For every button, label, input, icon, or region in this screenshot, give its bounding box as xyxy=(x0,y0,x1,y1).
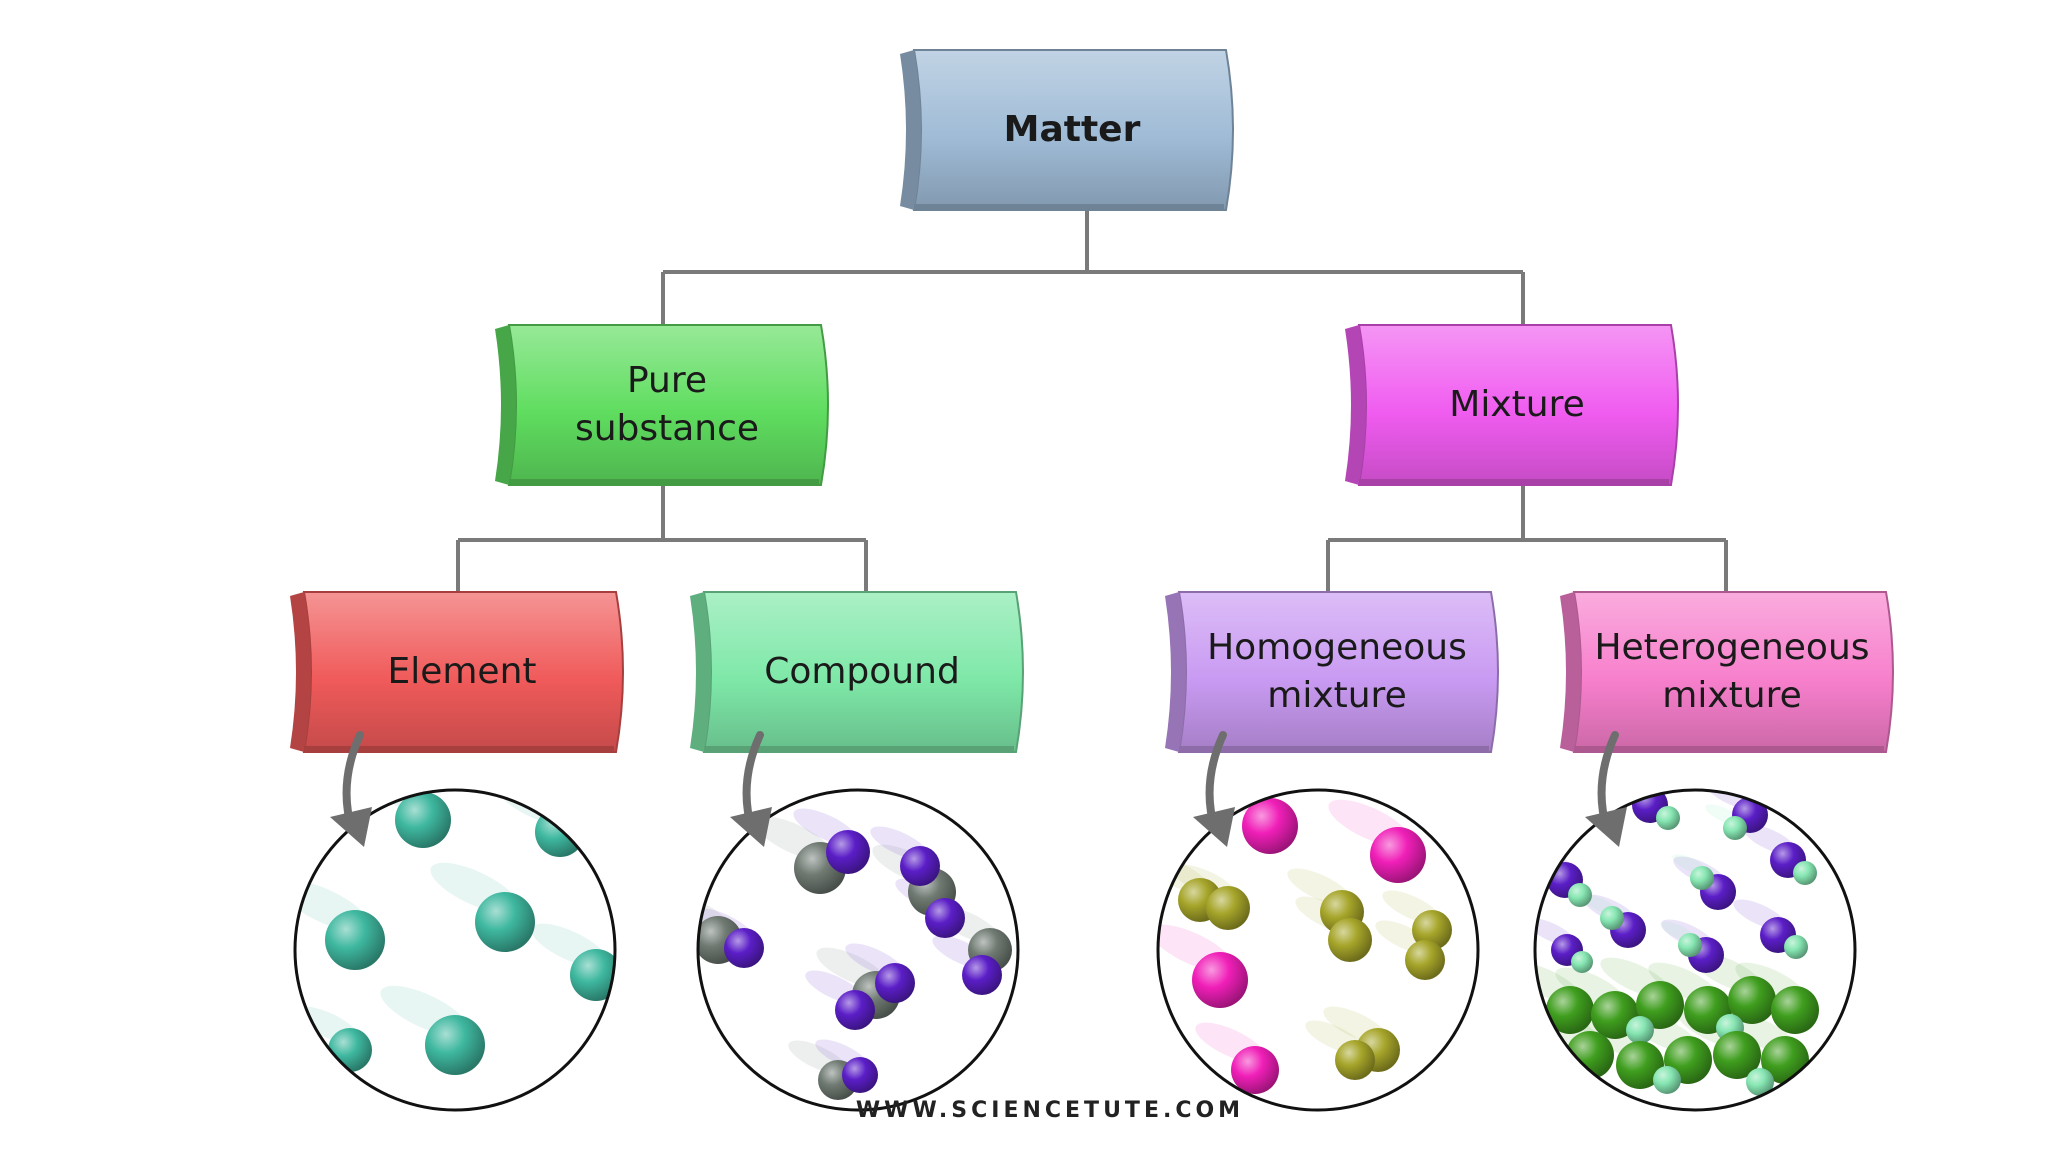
particle-olive xyxy=(1328,918,1372,962)
particle-views xyxy=(293,788,1857,1112)
particle-green xyxy=(1616,1041,1664,1089)
particle-mint xyxy=(1784,935,1808,959)
arrow-heterogeneous xyxy=(1585,731,1627,847)
particle-mint xyxy=(1653,1066,1681,1094)
particle-purple xyxy=(962,955,1002,995)
particle-green xyxy=(1771,986,1819,1034)
connector-matter xyxy=(661,210,1525,325)
particle-mint xyxy=(1568,883,1592,907)
node-box-matter xyxy=(900,49,1234,211)
node-mixture: Mixture xyxy=(1449,384,1585,425)
particle-olive xyxy=(1206,886,1250,930)
particle-purple xyxy=(826,830,870,874)
particle-view-element xyxy=(293,788,617,1112)
particle-mint xyxy=(1626,1016,1654,1044)
particle-mint xyxy=(1723,816,1747,840)
arrow-compound xyxy=(730,731,772,847)
particle-magenta xyxy=(1242,798,1298,854)
tree-connectors xyxy=(456,210,1728,592)
particle-mint xyxy=(1678,933,1702,957)
node-box-element xyxy=(290,591,624,753)
node-box-compound xyxy=(690,591,1024,753)
node-box-heterogeneous xyxy=(1560,591,1894,753)
particle-teal xyxy=(325,910,385,970)
particle-purple xyxy=(835,990,875,1030)
particle-view-heterogeneous xyxy=(1533,788,1857,1112)
node-compound: Compound xyxy=(764,651,960,692)
particle-teal xyxy=(425,1015,485,1075)
particle-olive xyxy=(1335,1040,1375,1080)
particle-purple xyxy=(900,846,940,886)
particle-olive xyxy=(1412,910,1452,950)
connector-pure-substance xyxy=(456,485,868,592)
particle-magenta xyxy=(1370,827,1426,883)
particle-mint xyxy=(1690,866,1714,890)
particle-green xyxy=(1546,986,1594,1034)
particle-teal xyxy=(328,1028,372,1072)
node-element: Element xyxy=(387,651,537,692)
node-box-mixture xyxy=(1345,324,1679,486)
particle-mint xyxy=(1793,861,1817,885)
particle-mint xyxy=(1746,1068,1774,1096)
particle-view-compound xyxy=(696,788,1020,1112)
particle-green xyxy=(1713,1031,1761,1079)
node-matter: Matter xyxy=(1003,109,1141,150)
particle-green xyxy=(1728,976,1776,1024)
particle-magenta xyxy=(1192,952,1248,1008)
particle-green xyxy=(1636,981,1684,1029)
particle-mint xyxy=(1571,951,1593,973)
particle-purple xyxy=(925,898,965,938)
connector-mixture xyxy=(1326,485,1728,592)
particle-mint xyxy=(1656,806,1680,830)
arrow-element xyxy=(330,731,372,847)
node-pure-substance: Pure substance xyxy=(574,360,760,449)
particle-view-homogeneous xyxy=(1156,788,1480,1112)
particle-olive xyxy=(1405,940,1445,980)
particle-teal xyxy=(395,792,451,848)
particle-purple xyxy=(724,928,764,968)
node-heterogeneous-mixture: Heterogeneous mixture xyxy=(1594,627,1870,716)
particle-purple xyxy=(875,963,915,1003)
particle-purple xyxy=(842,1057,878,1093)
particle-teal xyxy=(475,892,535,952)
node-box-pure-substance xyxy=(495,324,829,486)
node-homogeneous-mixture: Homogeneous mixture xyxy=(1207,627,1467,716)
node-box-homogeneous xyxy=(1165,591,1499,753)
pointer-arrows xyxy=(330,731,1627,847)
node-boxes xyxy=(290,49,1894,753)
particle-magenta xyxy=(1231,1046,1279,1094)
particle-mint xyxy=(1600,906,1624,930)
arrow-homogeneous xyxy=(1193,731,1235,847)
watermark-text: WWW.SCIENCETUTE.COM xyxy=(855,1098,1245,1123)
